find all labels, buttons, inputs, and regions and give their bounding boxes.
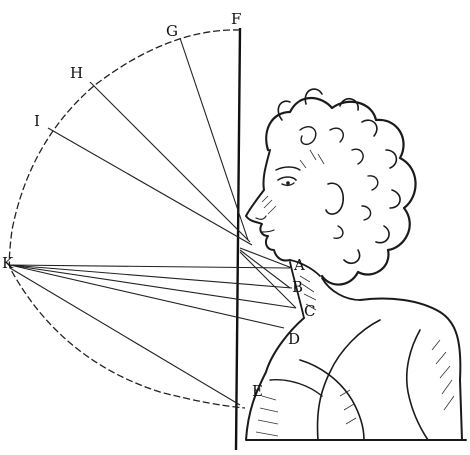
label-e: E (252, 382, 263, 400)
label-i: I (34, 112, 40, 130)
label-g: G (166, 22, 178, 40)
label-h: H (70, 64, 83, 82)
label-f: F (231, 10, 241, 28)
ray-k-e (10, 268, 240, 405)
vertical-axis-line (236, 28, 240, 450)
label-a: A (293, 256, 305, 274)
ray-h (90, 82, 250, 242)
label-d: D (288, 330, 300, 348)
arc-f-to-e (9, 30, 245, 408)
ray-i (48, 128, 252, 245)
ray-k-d (10, 265, 284, 328)
bust-drapery-drawing (246, 299, 466, 441)
ray-k-a (10, 265, 290, 268)
ray-b-v (240, 250, 290, 288)
ray-k-b (10, 265, 292, 288)
ray-k-c (10, 265, 296, 308)
label-c: C (304, 302, 315, 320)
label-b: B (292, 278, 303, 296)
label-k: K (2, 254, 14, 272)
ray-a-v (240, 248, 292, 268)
